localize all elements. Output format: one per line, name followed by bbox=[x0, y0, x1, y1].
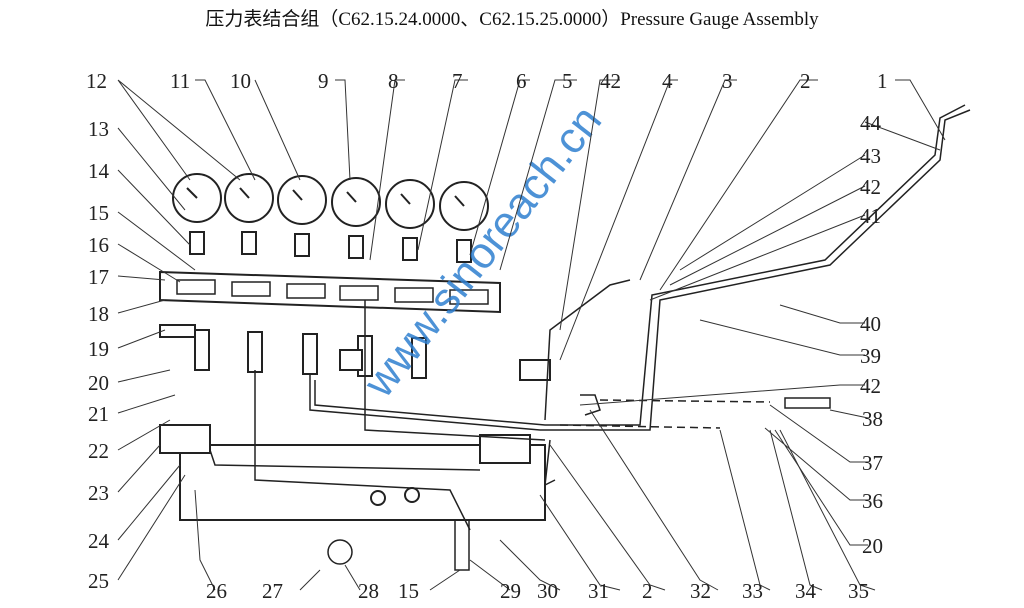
callout: 42 bbox=[860, 374, 881, 398]
callout: 40 bbox=[860, 312, 881, 336]
callout: 32 bbox=[690, 579, 711, 603]
callout: 31 bbox=[588, 579, 609, 603]
callout: 25 bbox=[88, 569, 109, 593]
callout: 1 bbox=[877, 69, 888, 93]
callouts-top: 12 11 10 9 8 7 6 5 42 4 3 2 1 bbox=[86, 69, 888, 93]
callout: 42 bbox=[600, 69, 621, 93]
callout: 23 bbox=[88, 481, 109, 505]
callout: 36 bbox=[862, 489, 883, 513]
diagram-title: 压力表结合组（C62.15.24.0000、C62.15.25.0000）Pre… bbox=[205, 9, 819, 30]
callout: 30 bbox=[537, 579, 558, 603]
callout: 10 bbox=[230, 69, 251, 93]
callout: 34 bbox=[795, 579, 817, 603]
callouts-left: 13 14 15 16 17 18 19 20 21 22 23 24 25 bbox=[88, 117, 110, 593]
callout: 42 bbox=[860, 175, 881, 199]
callout: 14 bbox=[88, 159, 110, 183]
pipes bbox=[209, 104, 971, 571]
leader-lines bbox=[117, 79, 946, 591]
callout: 20 bbox=[862, 534, 883, 558]
callout: 2 bbox=[642, 579, 653, 603]
callout: 37 bbox=[862, 451, 883, 475]
callout: 39 bbox=[860, 344, 881, 368]
callout: 22 bbox=[88, 439, 109, 463]
callouts-right: 44 43 42 41 40 39 42 38 37 36 20 bbox=[860, 111, 883, 558]
callout: 9 bbox=[318, 69, 329, 93]
callout: 11 bbox=[170, 69, 190, 93]
callout: 19 bbox=[88, 337, 109, 361]
callout: 27 bbox=[262, 579, 283, 603]
callout: 6 bbox=[516, 69, 527, 93]
callout: 13 bbox=[88, 117, 109, 141]
callout: 2 bbox=[800, 69, 811, 93]
callout: 15 bbox=[88, 201, 109, 225]
callout: 24 bbox=[88, 529, 110, 553]
gauge-manifold bbox=[159, 270, 501, 314]
callouts-bottom: 26 27 28 15 29 30 31 2 32 33 34 35 bbox=[206, 579, 869, 603]
callout: 41 bbox=[860, 204, 881, 228]
callout: 20 bbox=[88, 371, 109, 395]
callout: 8 bbox=[388, 69, 399, 93]
callout: 7 bbox=[452, 69, 463, 93]
callout: 44 bbox=[860, 111, 882, 135]
callout: 43 bbox=[860, 144, 881, 168]
valves bbox=[159, 324, 551, 464]
callout: 4 bbox=[662, 69, 673, 93]
callout: 38 bbox=[862, 407, 883, 431]
callout: 18 bbox=[88, 302, 109, 326]
callout: 17 bbox=[88, 265, 109, 289]
callout: 16 bbox=[88, 233, 109, 257]
callout: 26 bbox=[206, 579, 227, 603]
callout: 12 bbox=[86, 69, 107, 93]
callout: 28 bbox=[358, 579, 379, 603]
callout: 21 bbox=[88, 402, 109, 426]
callout: 15 bbox=[398, 579, 419, 603]
pressure-gauges bbox=[172, 173, 489, 263]
callout: 29 bbox=[500, 579, 521, 603]
callout: 33 bbox=[742, 579, 763, 603]
callout: 3 bbox=[722, 69, 733, 93]
callout: 5 bbox=[562, 69, 573, 93]
callout: 35 bbox=[848, 579, 869, 603]
